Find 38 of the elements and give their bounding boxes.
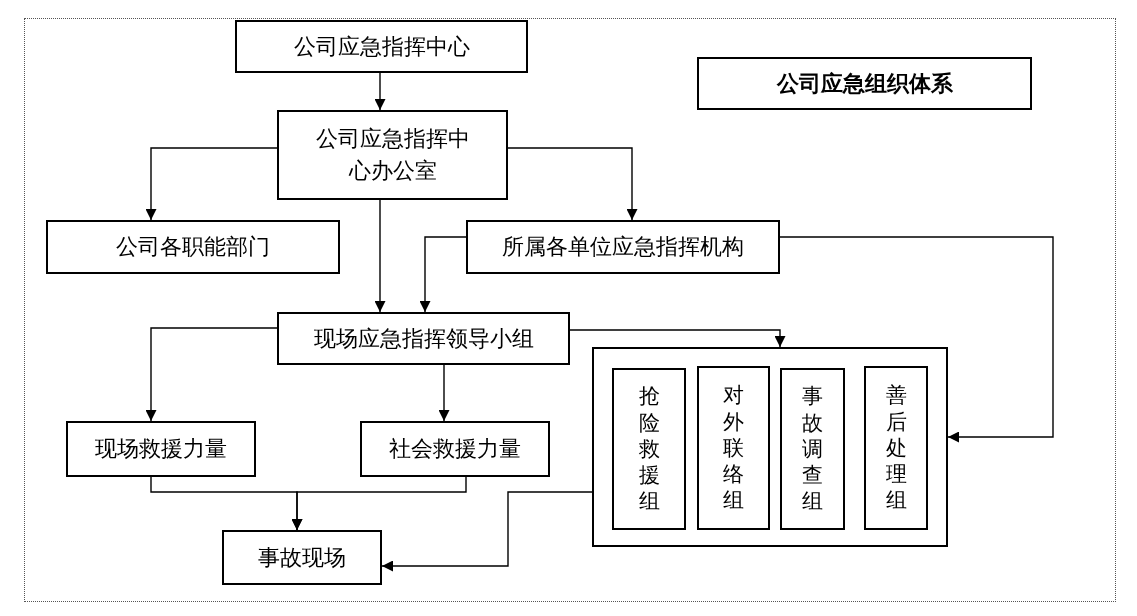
arrow <box>419 236 467 313</box>
box-label: 现场救援力量 <box>95 435 227 464</box>
box-label: 事故调查组 <box>801 383 824 515</box>
arrow <box>291 476 467 531</box>
box-label: 对外联络组 <box>722 382 745 514</box>
arrow <box>381 491 593 572</box>
box-label: 现场应急指挥领导小组 <box>313 324 534 353</box>
box-label: 事故现场 <box>258 543 346 572</box>
box-label: 抢险救援组 <box>637 383 661 515</box>
box-label: 公司应急组织体系 <box>776 69 953 98</box>
box-label: 公司各职能部门 <box>116 233 270 262</box>
team-box <box>612 368 686 530</box>
process-box <box>277 312 570 365</box>
arrow <box>569 329 786 348</box>
team-box <box>697 366 770 530</box>
team-box <box>780 368 845 530</box>
team-box <box>864 366 928 530</box>
box-label: 善后处理组 <box>884 382 908 514</box>
process-box <box>66 421 256 477</box>
arrow <box>145 327 278 422</box>
group-box <box>592 347 948 547</box>
box-label: 所属各单位应急指挥机构 <box>502 233 744 262</box>
process-box <box>235 20 528 73</box>
arrow <box>438 364 450 422</box>
box-label: 公司应急指挥中心办公室 <box>314 125 471 185</box>
process-box <box>222 530 382 585</box>
process-box <box>46 220 340 274</box>
process-box <box>360 421 550 477</box>
process-box <box>277 110 508 200</box>
title-box <box>697 57 1032 110</box>
box-label: 社会救援力量 <box>389 435 521 464</box>
process-box <box>466 220 780 274</box>
arrow <box>779 236 1054 443</box>
arrow <box>507 147 638 221</box>
box-label: 公司应急指挥中心 <box>293 32 470 61</box>
arrow <box>374 72 386 111</box>
arrow <box>145 147 278 221</box>
arrow <box>374 199 386 313</box>
